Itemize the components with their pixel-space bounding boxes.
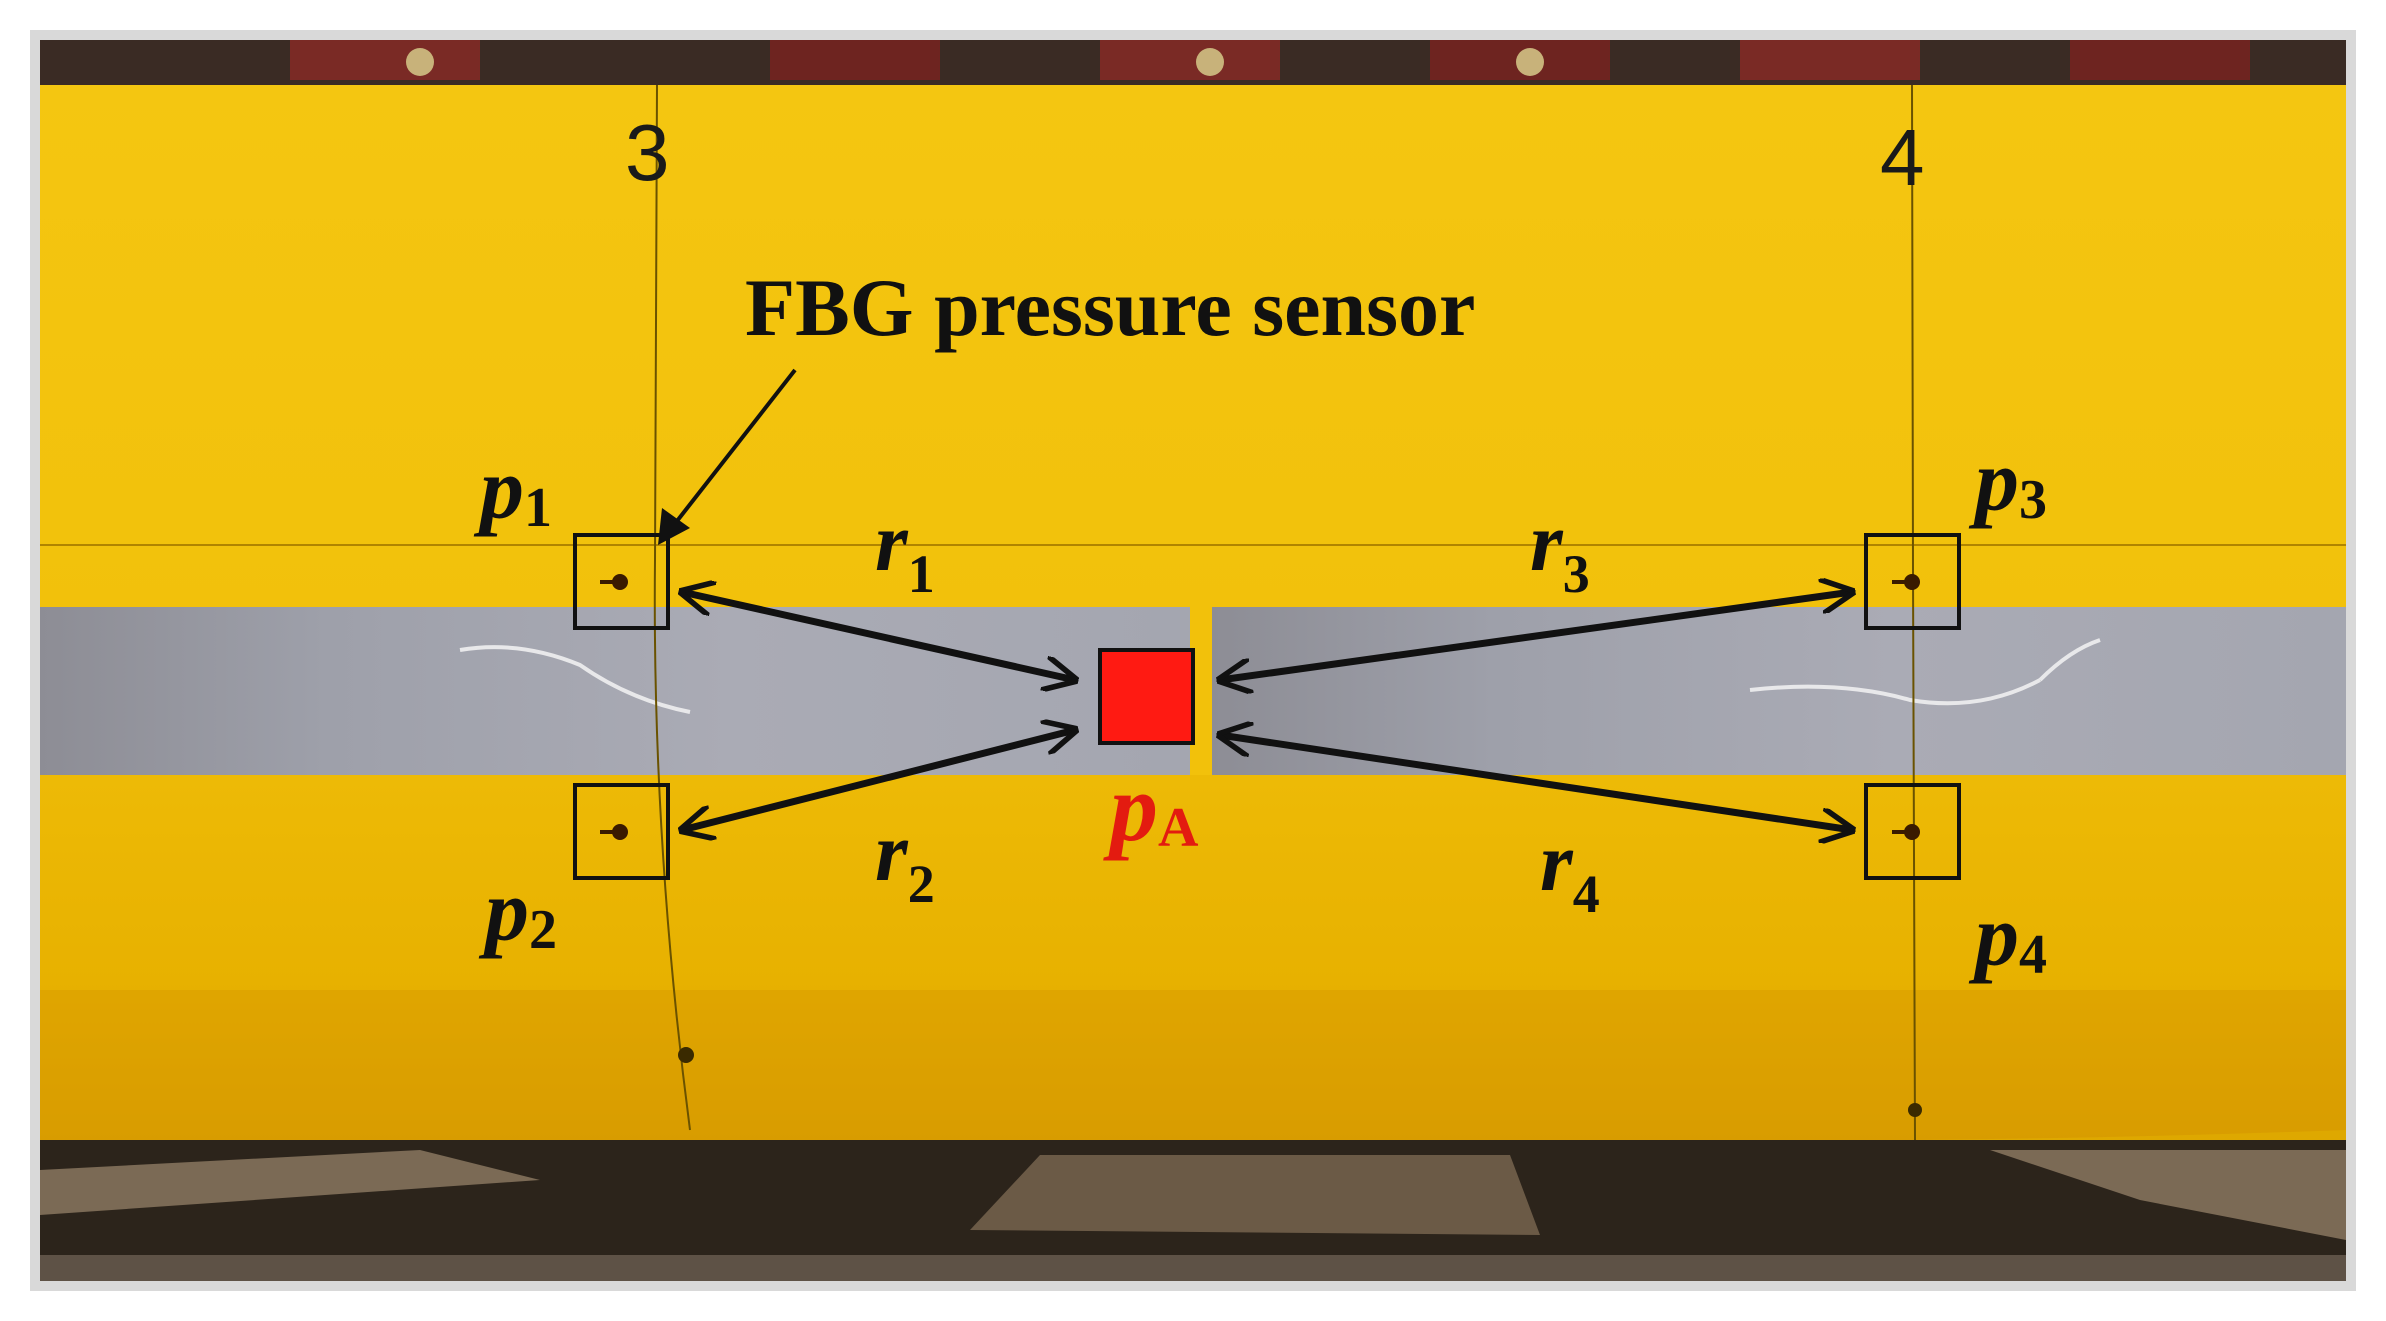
clamp-block xyxy=(290,40,480,80)
bolt-icon xyxy=(1516,48,1544,76)
label-r3: r3 xyxy=(1530,496,1590,604)
base-plate xyxy=(1990,1150,2346,1240)
crack-line xyxy=(459,645,691,714)
label-p3: p3 xyxy=(1968,433,2047,531)
callout-arrow xyxy=(668,368,797,532)
sensor-p4 xyxy=(1864,783,1961,880)
clamp-block xyxy=(1740,40,1920,80)
bolt-icon xyxy=(406,48,434,76)
clamp-block xyxy=(770,40,940,80)
bolt-icon xyxy=(1196,48,1224,76)
sensor-p3 xyxy=(1864,533,1961,630)
base-plate xyxy=(40,1150,540,1215)
section-line-3 xyxy=(653,84,691,1131)
base-plate xyxy=(970,1155,1540,1235)
callout-arrowhead xyxy=(658,508,690,545)
arrow-r2 xyxy=(682,730,1075,830)
crack-band-right xyxy=(1212,607,2346,775)
crack-gap xyxy=(1190,607,1212,775)
sensor-p2 xyxy=(573,783,670,880)
test-setup-photo: 3 4 FBG pressure sensor p1 p2 p3 p4 r1 r… xyxy=(40,40,2346,1281)
source-marker xyxy=(1098,648,1195,745)
clamp-block xyxy=(1100,40,1280,80)
crack-band-left xyxy=(40,607,1190,775)
label-p2: p2 xyxy=(478,863,557,961)
label-r4: r4 xyxy=(1540,816,1600,924)
marker-dot xyxy=(1908,1103,1922,1117)
pipe-shadow xyxy=(40,990,2346,1140)
label-p1: p1 xyxy=(473,441,552,539)
label-r1: r1 xyxy=(875,496,935,604)
clamp-block xyxy=(2070,40,2250,80)
arrow-r3 xyxy=(1220,592,1852,680)
label-p4: p4 xyxy=(1968,888,2047,986)
section-marker-4: 4 xyxy=(1880,113,1925,202)
arrow-r1 xyxy=(682,592,1075,680)
sensor-callout-label: FBG pressure sensor xyxy=(745,262,1475,353)
base-rail xyxy=(40,1255,2346,1281)
label-source-pA: pA xyxy=(1103,754,1199,861)
arrow-r4 xyxy=(1220,735,1852,830)
crack-line xyxy=(2038,638,2101,682)
photo-frame: 3 4 FBG pressure sensor p1 p2 p3 p4 r1 r… xyxy=(30,30,2356,1291)
section-marker-3: 3 xyxy=(625,108,670,197)
label-r2: r2 xyxy=(875,806,935,914)
marker-dot xyxy=(678,1047,694,1063)
sensor-p1 xyxy=(573,533,670,630)
